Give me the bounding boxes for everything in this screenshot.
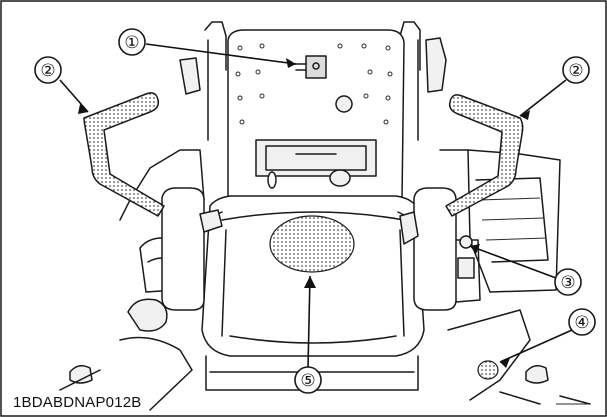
callout-2-left: ② bbox=[34, 56, 62, 84]
rear-frame bbox=[179, 21, 447, 141]
callout-2-right: ② bbox=[562, 56, 590, 84]
callout-1-label: ① bbox=[124, 33, 139, 53]
seat-switch-area bbox=[269, 215, 355, 273]
callout-4-label: ④ bbox=[574, 313, 589, 333]
leader-lines bbox=[59, 43, 573, 369]
callout-3-label: ③ bbox=[560, 273, 575, 293]
callout-2-left-label: ② bbox=[40, 61, 55, 81]
item-4-area bbox=[477, 360, 499, 380]
callout-3: ③ bbox=[554, 268, 582, 296]
callout-4: ④ bbox=[568, 308, 596, 336]
seat-back-panel bbox=[227, 29, 405, 201]
callout-2-right-label: ② bbox=[568, 61, 583, 81]
grab-handles bbox=[83, 92, 524, 217]
armrests bbox=[161, 187, 473, 311]
arrowheads bbox=[78, 58, 530, 368]
callout-5: ⑤ bbox=[294, 366, 322, 394]
callout-5-label: ⑤ bbox=[300, 371, 315, 391]
figure-code-label: 1BDABDNAP012B bbox=[10, 394, 145, 411]
callout-1: ① bbox=[118, 28, 146, 56]
